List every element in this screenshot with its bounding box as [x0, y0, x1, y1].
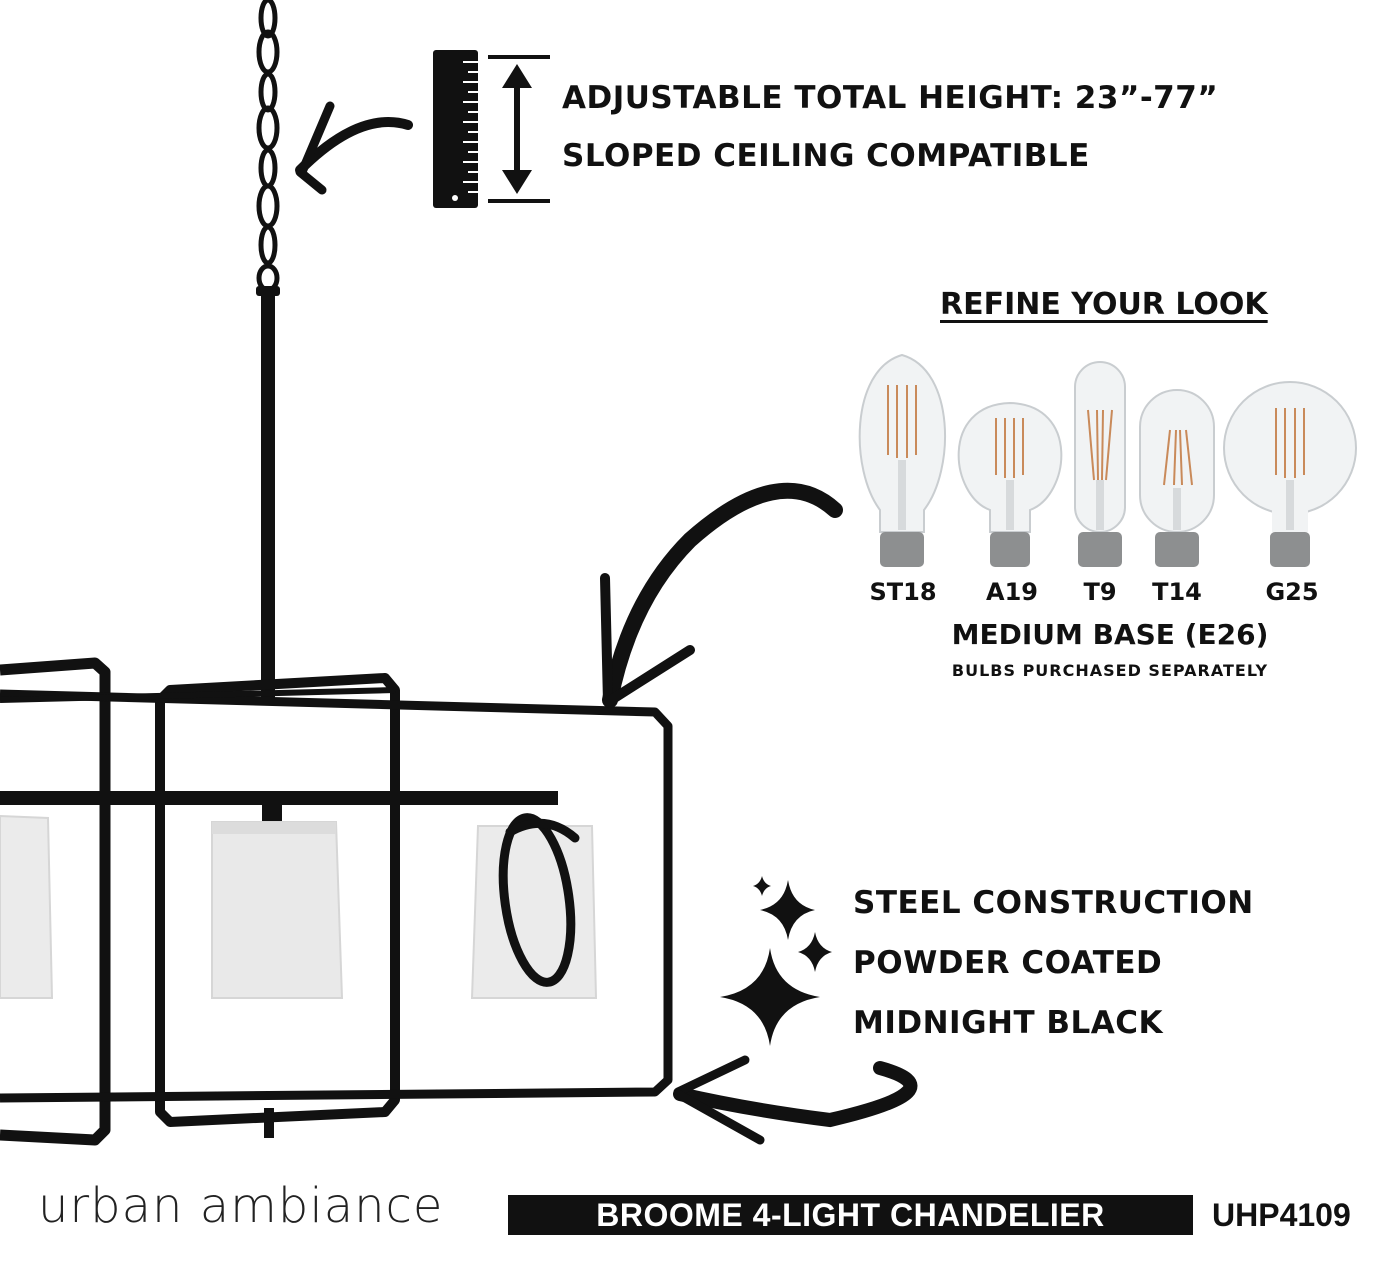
frame-arrow	[673, 1055, 918, 1145]
bulb-t14-icon	[1139, 389, 1215, 567]
bulb-label-g25: G25	[1265, 578, 1319, 606]
product-name: BROOME 4-LIGHT CHANDELIER	[596, 1196, 1105, 1233]
finish-line3: MIDNIGHT BLACK	[853, 1005, 1164, 1041]
bulb-label-st18: ST18	[869, 578, 937, 606]
bulb-g25-icon	[1223, 381, 1357, 567]
frame	[0, 657, 673, 1146]
bulb-t9-icon	[1074, 361, 1126, 567]
bulb-lineup	[858, 353, 1357, 567]
down-rod	[261, 288, 275, 698]
brand-wordmark: urban ambiance	[38, 1178, 444, 1234]
bulb-a19-icon	[957, 401, 1063, 567]
bulbs-note: BULBS PURCHASED SEPARATELY	[951, 661, 1269, 680]
finish-line1: STEEL CONSTRUCTION	[853, 885, 1254, 921]
height-gauge-icon	[433, 50, 550, 208]
bulb-label-a19: A19	[986, 578, 1038, 606]
base-type: MEDIUM BASE (E26)	[951, 618, 1269, 651]
chain	[256, 0, 280, 293]
chain-arrow	[295, 101, 413, 195]
bulb-label-t9: T9	[1083, 578, 1117, 606]
height-feature-line2: SLOPED CEILING COMPATIBLE	[562, 138, 1090, 174]
bulb-arrow	[600, 482, 843, 708]
refine-heading: REFINE YOUR LOOK	[940, 287, 1268, 322]
height-feature-line1: ADJUSTABLE TOTAL HEIGHT: 23”-77”	[562, 80, 1219, 116]
bulb-st18-icon	[858, 353, 946, 567]
sparkle-icons	[720, 876, 832, 1046]
highlight-loop	[498, 813, 576, 987]
sku: UHP4109	[1212, 1196, 1351, 1233]
finish-line2: POWDER COATED	[853, 945, 1163, 981]
product-name-bar: BROOME 4-LIGHT CHANDELIER	[508, 1195, 1193, 1235]
bulb-label-t14: T14	[1152, 578, 1202, 606]
